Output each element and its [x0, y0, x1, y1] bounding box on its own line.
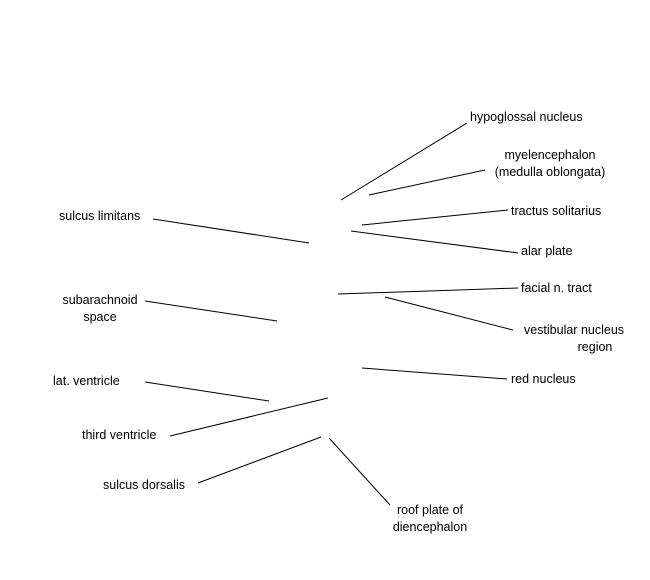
label-text: lat. ventricle	[53, 374, 120, 388]
label-subarachnoid-space: subarachnoid space	[50, 292, 150, 326]
label-roof-plate-of-diencephalon: roof plate of diencephalon	[375, 502, 485, 536]
label-sulcus-dorsalis: sulcus dorsalis	[103, 477, 185, 494]
label-text-line-1: vestibular nucleus	[523, 323, 625, 337]
leader-line-alar-plate	[350, 230, 519, 254]
leader-line-hypoglossal-nucleus	[340, 122, 468, 201]
label-text: tractus solitarius	[511, 204, 602, 218]
leader-line-tractus-solitarius	[361, 209, 509, 226]
label-text: third ventricle	[82, 428, 157, 442]
label-third-ventricle: third ventricle	[82, 427, 156, 444]
leader-line-third-ventricle	[169, 397, 329, 437]
leader-line-myelencephalon	[368, 169, 486, 196]
label-text-line-1: myelencephalon	[504, 148, 596, 162]
label-text: facial n. tract	[521, 281, 592, 295]
label-lat-ventricle: lat. ventricle	[53, 373, 120, 390]
leader-line-roof-plate	[328, 437, 391, 506]
label-myelencephalon: myelencephalon (medulla oblongata)	[485, 147, 615, 181]
label-hypoglossal-nucleus: hypoglossal nucleus	[470, 109, 583, 126]
label-red-nucleus: red nucleus	[511, 371, 576, 388]
label-text-line-2: (medulla oblongata)	[494, 165, 606, 179]
label-text: sulcus dorsalis	[103, 478, 185, 492]
label-sulcus-limitans: sulcus limitans	[59, 208, 140, 225]
leader-line-lat-ventricle	[144, 381, 270, 402]
label-text-line-1: roof plate of	[396, 503, 463, 517]
label-alar-plate: alar plate	[521, 243, 572, 260]
label-text-line-2: region	[577, 340, 613, 354]
label-text-line-2: space	[83, 310, 117, 324]
label-text: red nucleus	[511, 372, 576, 386]
label-vestibular-nucleus-region: vestibular nucleus region	[512, 322, 636, 356]
label-text: hypoglossal nucleus	[470, 110, 583, 124]
label-facial-n-tract: facial n. tract	[521, 280, 592, 297]
label-text: sulcus limitans	[59, 209, 141, 223]
label-text: alar plate	[521, 244, 573, 258]
leader-line-sulcus-dorsalis	[197, 436, 322, 484]
label-tractus-solitarius: tractus solitarius	[511, 203, 601, 220]
leader-line-sulcus-limitans	[152, 218, 310, 244]
leader-line-red-nucleus	[361, 367, 508, 380]
leader-line-facial-n-tract	[337, 287, 519, 295]
leader-line-vestibular-nucleus	[384, 296, 514, 331]
label-text-line-2: diencephalon	[392, 520, 468, 534]
leader-line-subarachnoid-space	[144, 300, 278, 322]
label-text-line-1: subarachnoid	[62, 293, 138, 307]
